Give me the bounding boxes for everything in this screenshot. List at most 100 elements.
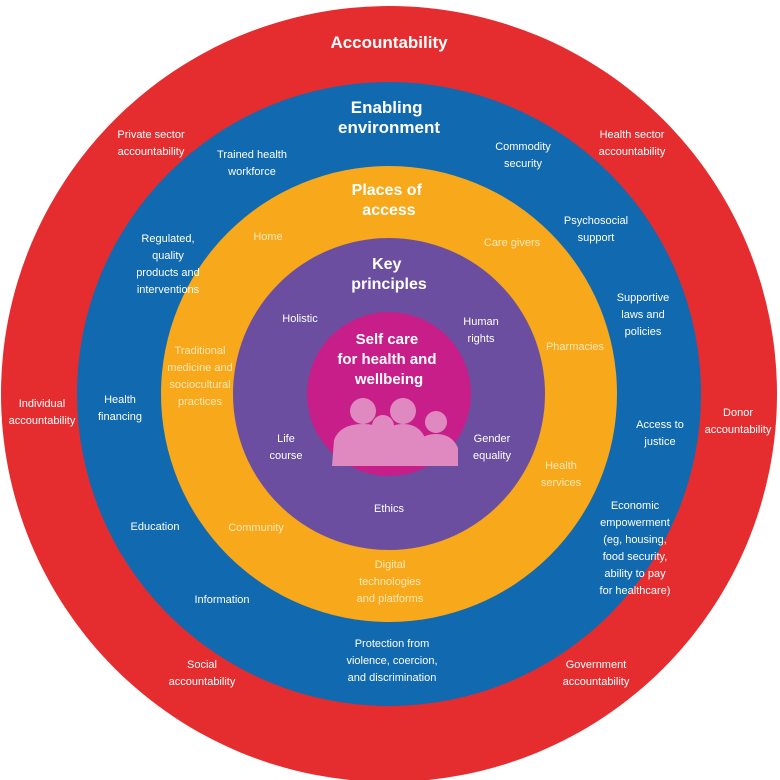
label-line: sociocultural [169, 379, 230, 391]
label-line: Commodity [495, 141, 551, 153]
label-line: laws and [621, 309, 664, 321]
places-label-home: Home [253, 231, 282, 243]
title-line: access [362, 202, 415, 219]
label-line: Pharmacies [546, 341, 605, 353]
title-line: environment [338, 118, 440, 137]
enabling-label-access-to-justice: Access to justice [636, 419, 684, 448]
label-line: Private sector [117, 129, 185, 141]
enabling-label-information: Information [194, 594, 249, 606]
label-line: accountability [118, 146, 185, 158]
label-line: and platforms [357, 593, 424, 605]
label-line: for healthcare) [600, 585, 671, 597]
label-line: Trained health [217, 149, 287, 161]
enabling-environment-title: Enabling environment [338, 98, 440, 137]
label-line: products and [136, 267, 200, 279]
accountability-label-donor: Donor accountability [705, 407, 772, 436]
label-line: policies [625, 326, 662, 338]
principles-label-gender-equality: Gender equality [473, 433, 511, 462]
label-line: violence, coercion, [346, 655, 437, 667]
label-line: practices [178, 396, 223, 408]
label-line: equality [473, 450, 511, 462]
label-line: Education [131, 521, 180, 533]
label-line: accountability [169, 676, 236, 688]
key-principles-title: Key principles [351, 256, 427, 293]
enabling-label-supportive-laws: Supportive laws and policies [617, 292, 670, 338]
label-line: Individual [19, 398, 65, 410]
label-line: medicine and [167, 362, 232, 374]
enabling-label-protection: Protection from violence, coercion, and di… [346, 638, 437, 684]
enabling-label-regulated-products: Regulated, quality products and interventio… [136, 233, 200, 296]
accountability-label-social: Social accountability [169, 659, 236, 688]
label-line: financing [98, 411, 142, 423]
enabling-label-psychosocial-support: Psychosocial support [564, 215, 628, 244]
label-line: accountability [705, 424, 772, 436]
label-line: empowerment [600, 517, 670, 529]
label-line: Community [228, 522, 284, 534]
enabling-label-trained-workforce: Trained health workforce [217, 149, 287, 178]
title-line: for health and [337, 351, 436, 368]
label-line: Protection from [355, 638, 430, 650]
principles-label-holistic: Holistic [282, 313, 318, 325]
label-line: Care givers [484, 237, 541, 249]
label-line: (eg, housing, [603, 534, 667, 546]
accountability-label-health-sector: Health sector accountability [599, 129, 666, 158]
label-line: Psychosocial [564, 215, 628, 227]
places-label-health-services: Health services [541, 460, 582, 489]
accountability-label-individual: Individual accountability [9, 398, 76, 427]
title-line: wellbeing [354, 371, 423, 388]
label-line: food security, [603, 551, 668, 563]
label-line: accountability [9, 415, 76, 427]
label-line: security [504, 158, 542, 170]
label-line: Social [187, 659, 217, 671]
label-line: support [578, 232, 615, 244]
places-of-access-title: Places of access [352, 182, 427, 219]
label-line: Government [566, 659, 627, 671]
label-line: Life [277, 433, 295, 445]
label-line: Economic [611, 500, 660, 512]
places-label-traditional-medicine: Traditional medicine and sociocultural prac… [167, 345, 232, 408]
title-line: Self care [356, 331, 419, 348]
label-line: Gender [474, 433, 511, 445]
label-line: Ethics [374, 503, 404, 515]
enabling-label-education: Education [131, 521, 180, 533]
label-line: services [541, 477, 582, 489]
label-line: accountability [563, 676, 630, 688]
accountability-label-private-sector: Private sector accountability [117, 129, 185, 158]
label-line: and discrimination [348, 672, 437, 684]
label-line: justice [643, 436, 675, 448]
label-line: ability to pay [604, 568, 666, 580]
title-line: principles [351, 276, 427, 293]
accountability-title: Accountability [330, 33, 448, 52]
places-label-pharmacies: Pharmacies [546, 341, 605, 353]
title-line: Places of [352, 182, 423, 199]
principles-label-ethics: Ethics [374, 503, 404, 515]
label-line: Home [253, 231, 282, 243]
accountability-label-government: Government accountability [563, 659, 630, 688]
enabling-label-commodity-security: Commodity security [495, 141, 551, 170]
label-line: technologies [359, 576, 421, 588]
people-group-icon [332, 398, 458, 466]
label-line: Health [545, 460, 577, 472]
label-line: Supportive [617, 292, 670, 304]
label-line: Regulated, [141, 233, 194, 245]
label-line: workforce [227, 166, 276, 178]
places-label-community: Community [228, 522, 284, 534]
label-line: quality [152, 250, 184, 262]
label-line: Information [194, 594, 249, 606]
label-line: Human [463, 316, 498, 328]
label-line: Traditional [175, 345, 226, 357]
self-care-center-title: Self care for health and wellbeing [337, 331, 440, 388]
title-line: Enabling [351, 98, 423, 117]
label-line: interventions [137, 284, 200, 296]
label-line: Donor [723, 407, 753, 419]
label-line: Access to [636, 419, 684, 431]
label-line: accountability [599, 146, 666, 158]
label-line: rights [468, 333, 495, 345]
title-line: Key [372, 256, 401, 273]
label-line: Health sector [600, 129, 665, 141]
